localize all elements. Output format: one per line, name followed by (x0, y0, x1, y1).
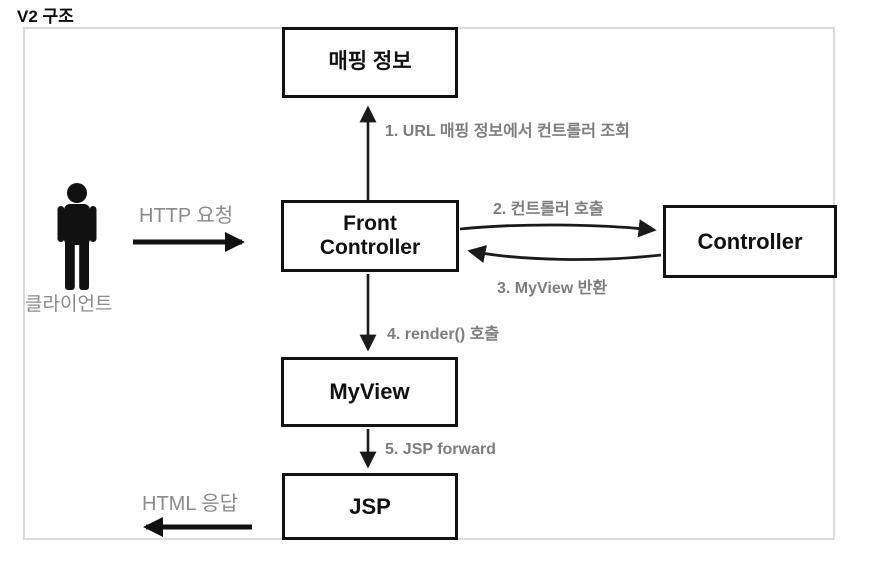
client-person-icon (57, 183, 97, 290)
label-step2-controller-call: 2. 컨트롤러 호출 (493, 201, 604, 218)
label-http-request: HTTP 요청 (139, 205, 234, 227)
label-html-response: HTML 응답 (142, 493, 239, 515)
label-step4-render-call: 4. render() 호출 (387, 326, 500, 343)
label-step1-url-mapping-lookup: 1. URL 매핑 정보에서 컨트롤러 조회 (385, 123, 630, 140)
label-step3-myview-return: 3. MyView 반환 (497, 280, 608, 297)
arrow-step2-call-controller (459, 219, 657, 238)
arrow-step3-return-myview (467, 245, 662, 263)
box-controller-label: Controller (697, 228, 803, 254)
box-mapping-info: 매핑 정보 (282, 27, 458, 98)
box-jsp: JSP (282, 473, 458, 540)
box-myview-label: MyView (329, 379, 410, 405)
label-step5-jsp-forward: 5. JSP forward (385, 441, 496, 458)
page-title: V2 구조 (17, 7, 74, 26)
box-controller: Controller (663, 205, 837, 278)
box-myview: MyView (281, 357, 458, 427)
diagram-frame (23, 27, 835, 540)
box-mapping-info-label: 매핑 정보 (328, 50, 412, 74)
box-jsp-label: JSP (349, 493, 391, 519)
label-client: 클라이언트 (25, 294, 113, 315)
box-front-controller: Front Controller (281, 200, 459, 272)
box-front-controller-label: Front Controller (319, 211, 421, 259)
